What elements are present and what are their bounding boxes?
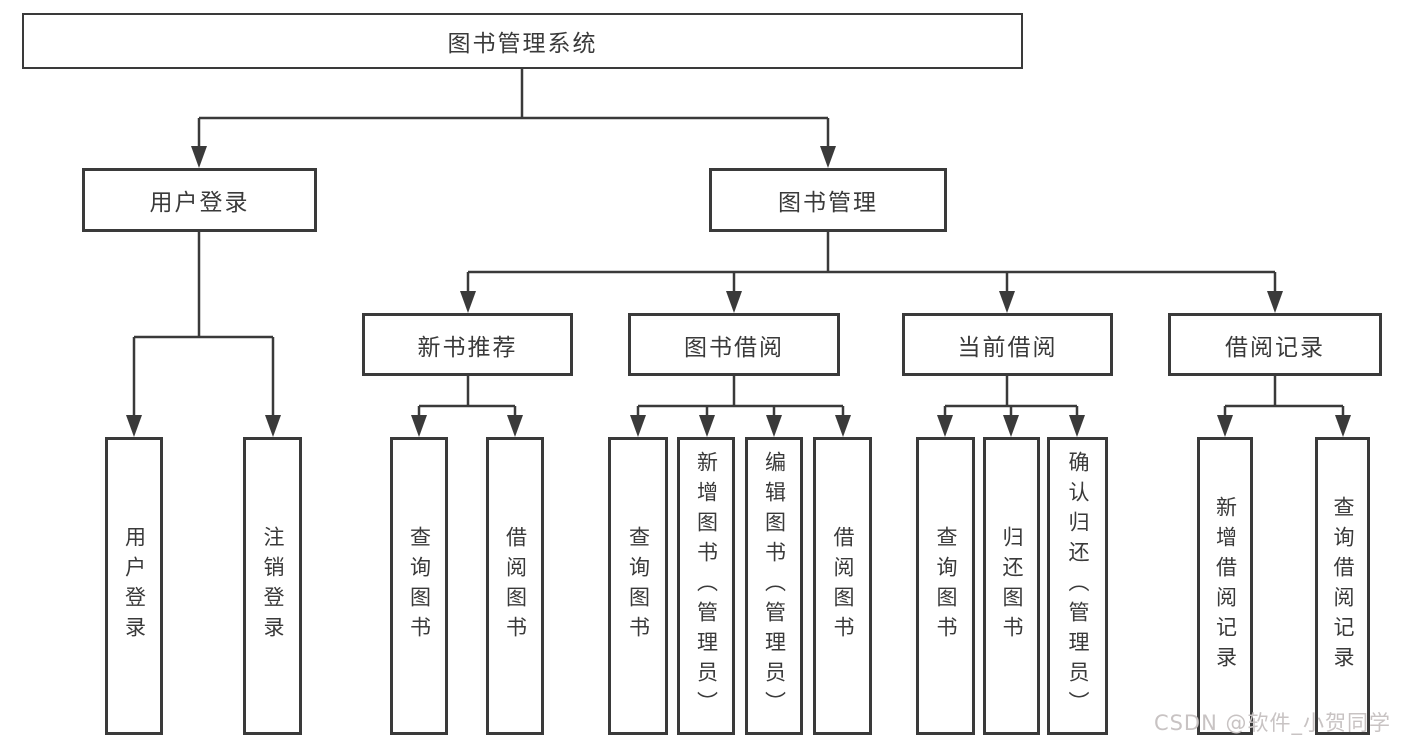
leaf-confirm-return-admin: 确认归还（管理员） bbox=[1047, 437, 1108, 735]
leaf-query-books-recommend: 查询图书 bbox=[390, 437, 448, 735]
leaf-logout: 注销登录 bbox=[243, 437, 302, 735]
leaf-edit-books-admin: 编辑图书（管理员） bbox=[745, 437, 803, 735]
leaf-borrow-books-recommend: 借阅图书 bbox=[486, 437, 544, 735]
leaf-query-books-current: 查询图书 bbox=[916, 437, 975, 735]
leaf-borrow-books: 借阅图书 bbox=[813, 437, 872, 735]
leaf-add-books-admin: 新增图书（管理员） bbox=[677, 437, 735, 735]
node-book-management: 图书管理 bbox=[709, 168, 947, 232]
node-user-login: 用户登录 bbox=[82, 168, 317, 232]
node-current-borrow: 当前借阅 bbox=[902, 313, 1113, 376]
leaf-return-books: 归还图书 bbox=[983, 437, 1040, 735]
leaf-query-books-borrow: 查询图书 bbox=[608, 437, 668, 735]
leaf-user-login: 用户登录 bbox=[105, 437, 163, 735]
node-new-book-recommend: 新书推荐 bbox=[362, 313, 573, 376]
node-root-system: 图书管理系统 bbox=[22, 13, 1023, 69]
watermark: CSDN @软件_小贺同学 bbox=[1153, 711, 1391, 735]
leaf-add-borrow-record: 新增借阅记录 bbox=[1197, 437, 1253, 735]
node-book-borrow: 图书借阅 bbox=[628, 313, 840, 376]
node-borrow-records: 借阅记录 bbox=[1168, 313, 1382, 376]
leaf-query-borrow-record: 查询借阅记录 bbox=[1315, 437, 1370, 735]
